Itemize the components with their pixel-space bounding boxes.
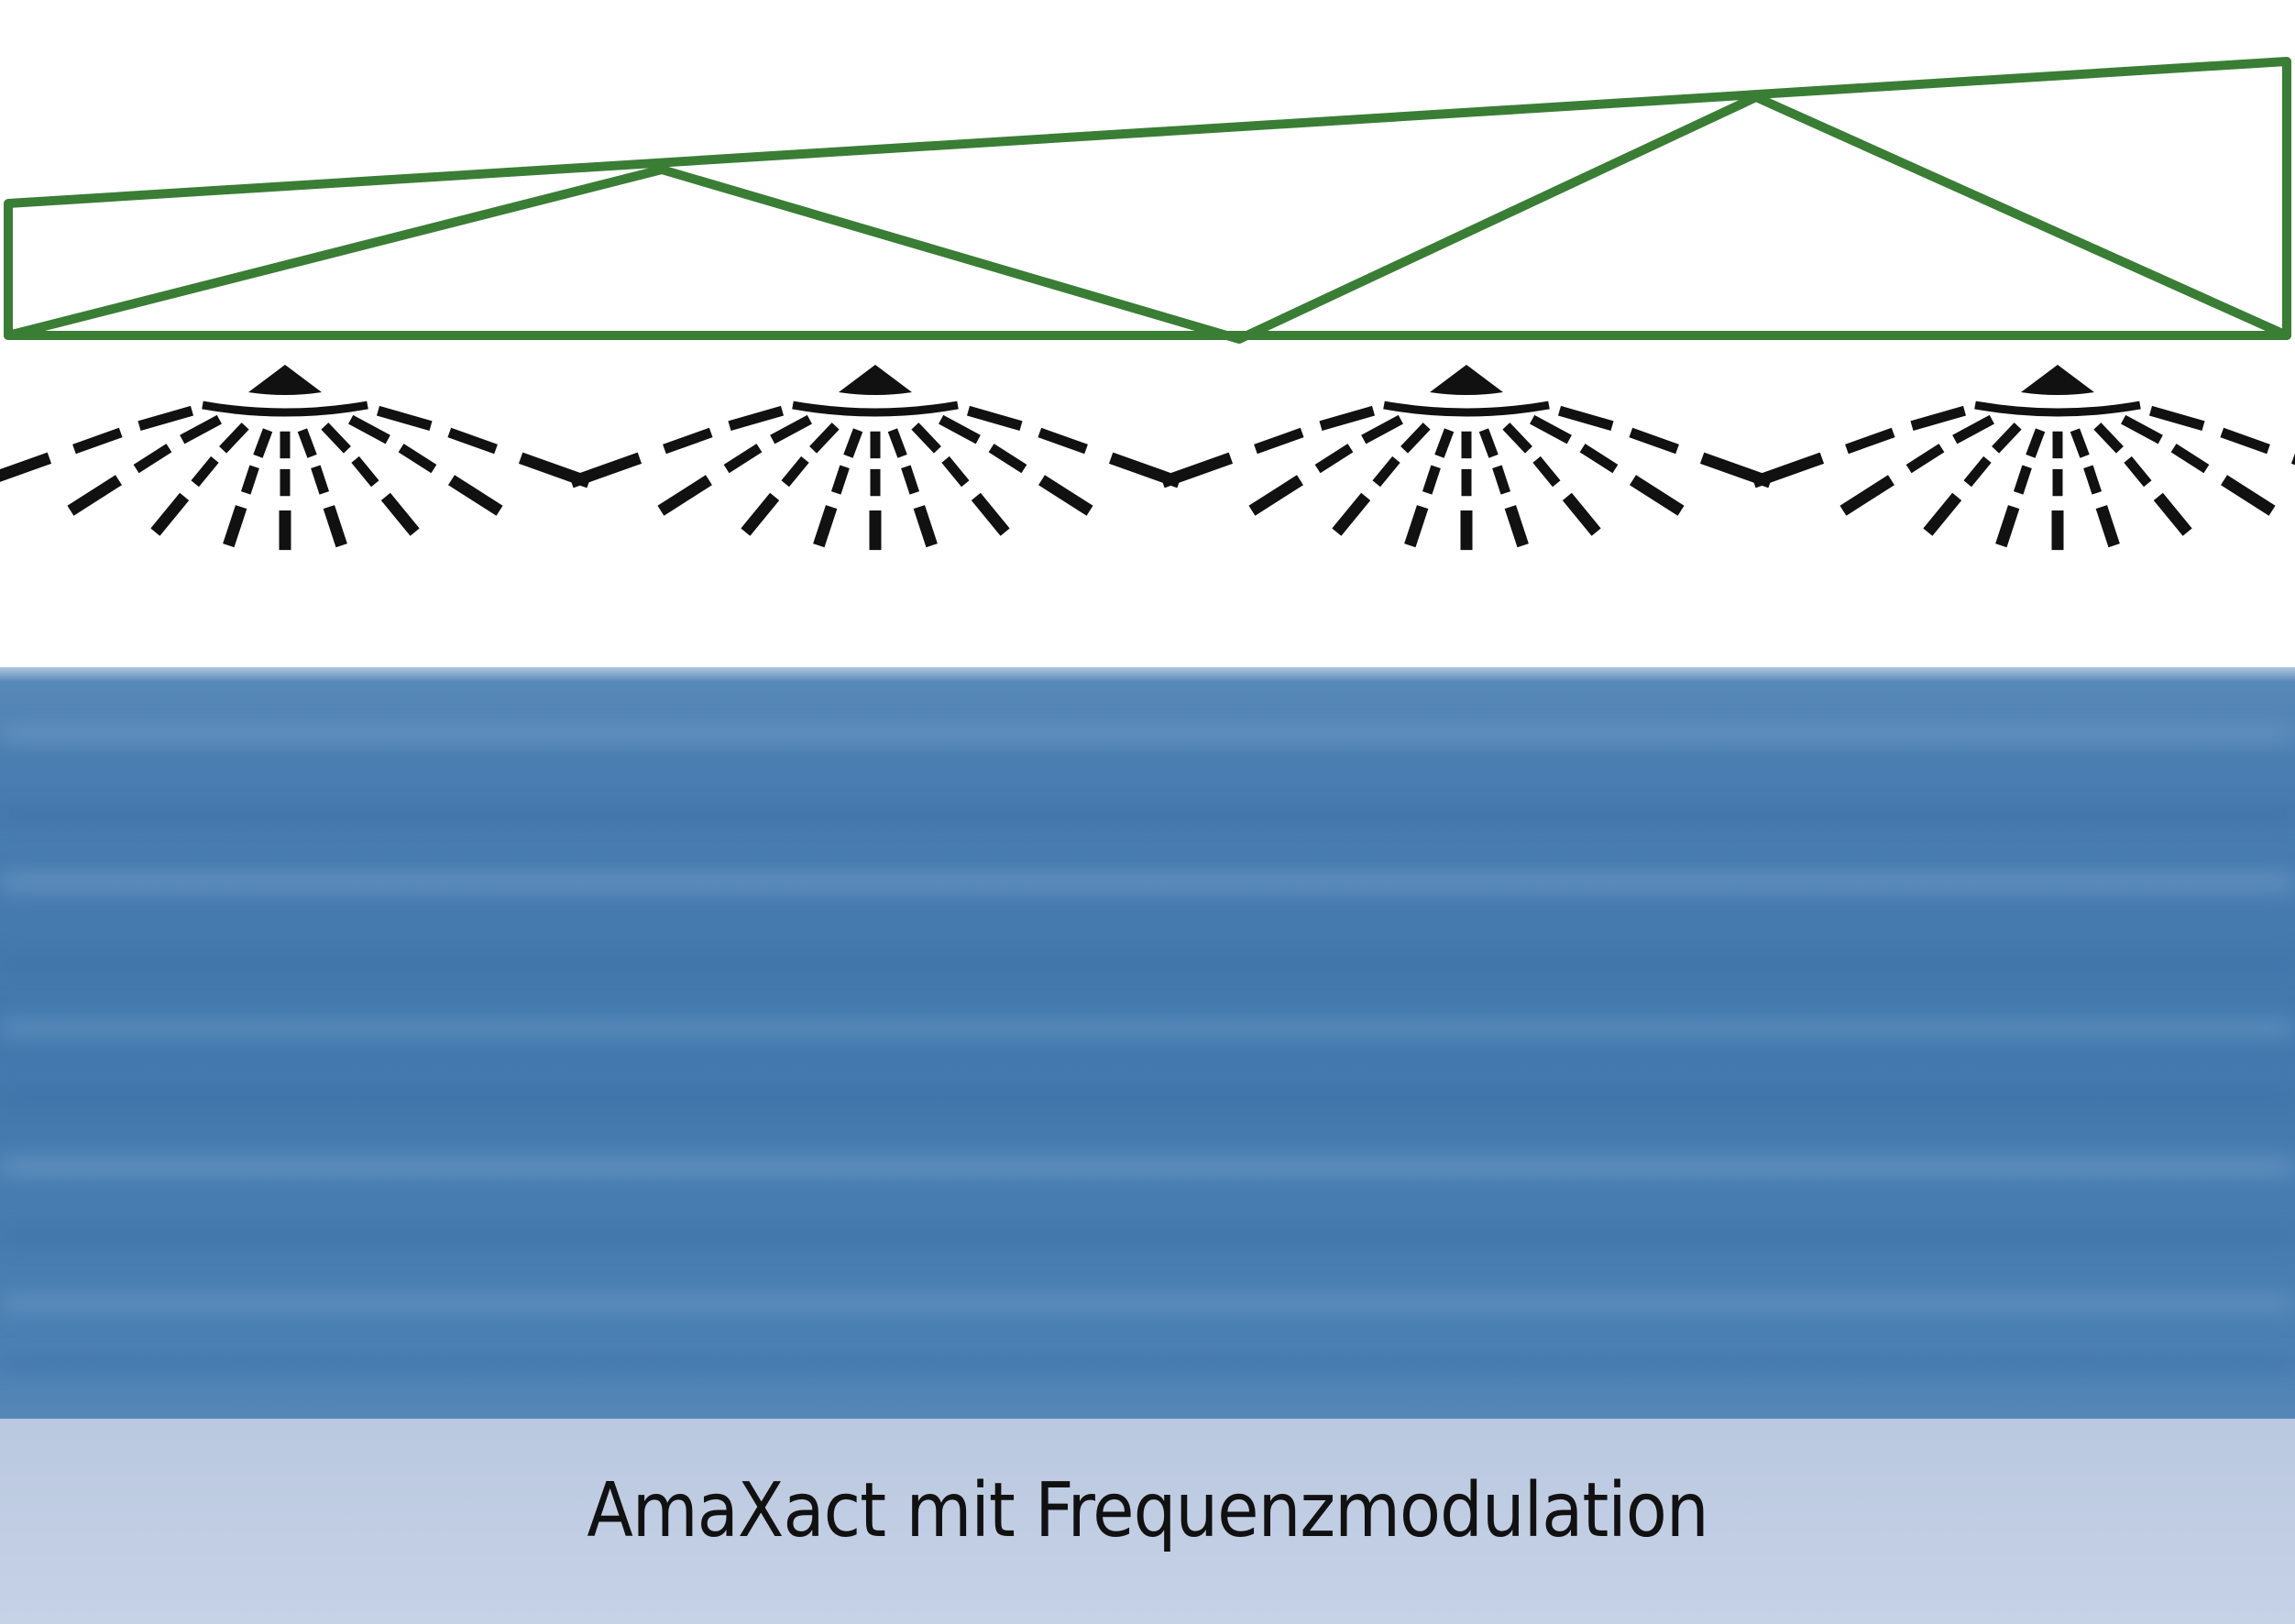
diagram-caption: AmaXact mit Frequenzmodulation bbox=[587, 1466, 1708, 1554]
nozzle-row bbox=[0, 365, 2295, 551]
spray-fan-icon bbox=[1160, 365, 1773, 551]
spray-fan-icon bbox=[569, 365, 1181, 551]
spray-fan-icon bbox=[0, 365, 591, 551]
ground-strip bbox=[0, 1419, 2295, 1624]
sprayed-area-texture bbox=[0, 724, 2295, 1371]
spray-fan-icon bbox=[1751, 365, 2295, 551]
sprayer-boom bbox=[4, 57, 2291, 344]
